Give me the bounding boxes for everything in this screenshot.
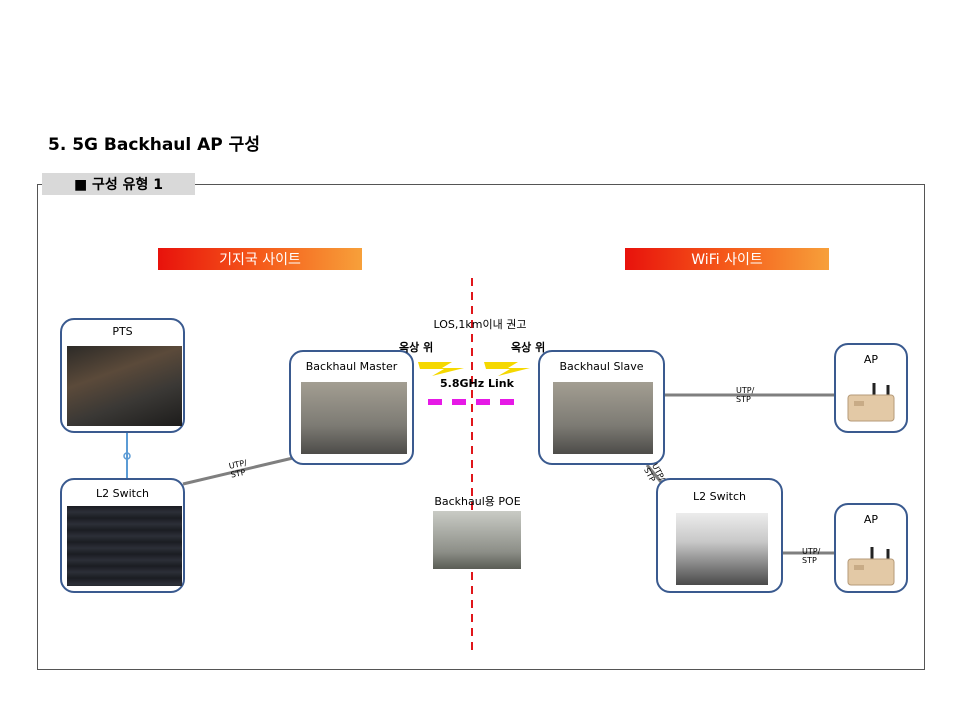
backhaul-slave-photo: [553, 382, 653, 454]
lightning-bolt-icon: [484, 362, 530, 376]
rooftop-right-label: 옥상 위: [511, 341, 546, 354]
ap-top-box: AP: [834, 343, 908, 433]
access-point-device-icon: [847, 383, 895, 422]
los-note: LOS,1km이내 권고: [433, 318, 527, 331]
l2-switch-left-photo: [67, 506, 182, 586]
ap-top-label: AP: [863, 353, 879, 366]
cable-switch-to-master: [182, 456, 294, 486]
wifi-site-banner: WiFi 사이트: [625, 248, 829, 270]
ap-bottom-box: AP: [834, 503, 908, 593]
cable-label-line: STP: [802, 556, 817, 565]
backhaul-master-box: Backhaul Master: [289, 350, 414, 465]
poe-photo: [433, 511, 521, 569]
pts-label: PTS: [112, 325, 133, 338]
l2-switch-right-label: L2 Switch: [693, 490, 746, 503]
frame-tag: ■ 구성 유형 1: [42, 173, 195, 195]
lightning-bolt-icon: [418, 362, 464, 376]
base-station-site-banner: 기지국 사이트: [158, 248, 362, 270]
backhaul-slave-label: Backhaul Slave: [559, 360, 644, 373]
backhaul-slave-box: Backhaul Slave: [538, 350, 665, 465]
cable-label-line: STP: [736, 395, 751, 404]
diagram-frame: [37, 184, 925, 670]
pts-link-connector: [123, 452, 131, 460]
cable-label-line: UTP/: [736, 386, 755, 395]
l2-switch-right-box: L2 Switch: [656, 478, 783, 593]
backhaul-master-photo: [301, 382, 407, 454]
pts-photo: [67, 346, 182, 426]
l2-switch-left-box: L2 Switch: [60, 478, 185, 593]
cable-label-line: UTP/: [802, 547, 821, 556]
link-label: 5.8GHz Link: [440, 377, 514, 390]
rooftop-left-label: 옥상 위: [399, 341, 434, 354]
l2-switch-right-photo: [676, 513, 768, 585]
pts-box: PTS: [60, 318, 185, 433]
cable-label: UTP/ STP: [736, 386, 754, 404]
cable-slave-to-switch: [645, 464, 663, 483]
cable-label: UTP/ STP: [802, 547, 820, 565]
page-title: 5. 5G Backhaul AP 구성: [48, 135, 260, 155]
ap-bottom-label: AP: [863, 513, 879, 526]
poe-label: Backhaul용 POE: [434, 495, 521, 508]
l2-switch-left-label: L2 Switch: [96, 487, 149, 500]
access-point-device-icon: [847, 547, 895, 586]
backhaul-master-label: Backhaul Master: [305, 360, 398, 373]
cable-label: UTP/ STP: [228, 458, 250, 479]
